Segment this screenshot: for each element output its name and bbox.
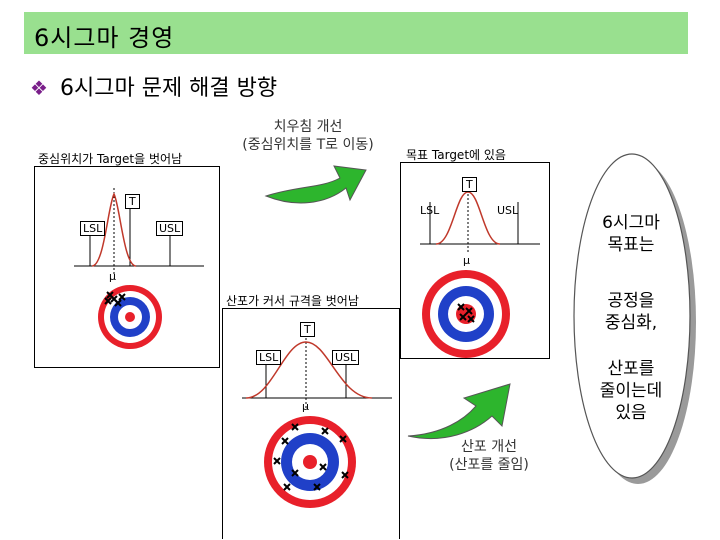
subtitle: ❖ 6시그마 문제 해결 방향 xyxy=(30,70,277,102)
right-mu-label: μ xyxy=(463,254,470,267)
bottom-panel-caption: 산포가 커서 규격을 벗어남 xyxy=(226,294,359,308)
page-title: 6시그마 경영 xyxy=(34,24,175,52)
summary-oval xyxy=(573,153,696,484)
bottom-mu-label: μ xyxy=(302,400,309,413)
subtitle-text: 6시그마 문제 해결 방향 xyxy=(60,76,278,101)
left-t-label: T xyxy=(125,194,140,209)
right-distribution-diagram xyxy=(420,190,540,252)
title-bar: 6시그마 경영 xyxy=(24,12,688,54)
top-callout-line2: (중심위치를 T로 이동) xyxy=(242,137,374,153)
diamond-bullet-icon: ❖ xyxy=(30,76,48,100)
bottom-usl-label: USL xyxy=(332,350,360,365)
left-mu-label: μ xyxy=(109,270,116,283)
bottom-callout-line1: 산포 개선 xyxy=(461,439,517,455)
top-callout-line1: 치우침 개선 xyxy=(273,119,343,135)
oval-text-1: 6시그마 목표는 xyxy=(602,213,660,255)
oval-text-3: 산포를 줄이는데 있음 xyxy=(599,359,663,423)
bottom-callout: 산포 개선 (산포를 줄임) xyxy=(424,438,554,474)
bottom-target xyxy=(264,416,356,508)
left-lsl-label: LSL xyxy=(80,221,106,236)
top-callout: 치우침 개선 (중심위치를 T로 이동) xyxy=(228,118,388,154)
right-t-label: T xyxy=(462,177,477,192)
oval-text-2: 공정을 중심화, xyxy=(604,291,658,333)
right-target xyxy=(422,270,510,358)
green-arrow-top xyxy=(264,165,367,204)
right-usl-label: USL xyxy=(497,204,519,217)
right-lsl-label: LSL xyxy=(420,204,440,217)
green-arrow-bottom xyxy=(407,383,511,440)
left-panel-caption: 중심위치가 Target을 벗어남 xyxy=(38,152,183,166)
bottom-lsl-label: LSL xyxy=(256,350,282,365)
left-target xyxy=(98,285,162,349)
bottom-t-label: T xyxy=(300,322,315,337)
bottom-callout-line2: (산포를 줄임) xyxy=(449,457,529,473)
right-panel-caption: 목표 Target에 있음 xyxy=(406,148,506,162)
left-usl-label: USL xyxy=(156,221,184,236)
